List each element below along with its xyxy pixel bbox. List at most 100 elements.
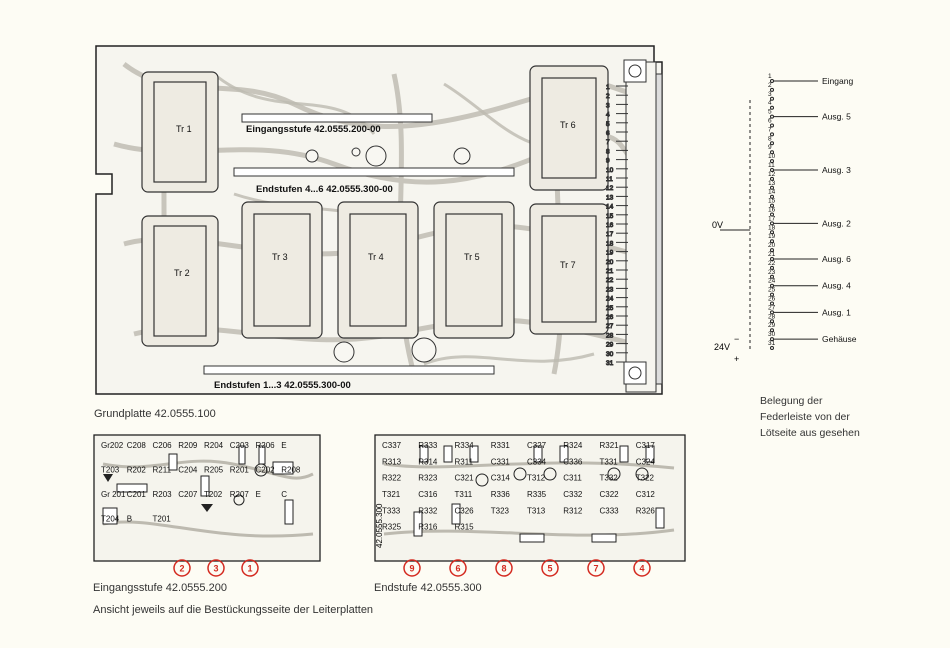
output-stage-caption: Endstufe 42.0555.300 [374,582,482,594]
input-stage-component-label: E [281,441,286,450]
output-stage-component-label: C314 [491,474,511,483]
output-stage-component-label: T311 [455,490,473,499]
output-stage-marker-circle [449,559,467,577]
input-stage-component-label: T204 [101,515,120,524]
pin-row: 9 [768,144,774,155]
input-stage-component-label: C203 [230,441,250,450]
output-label: Gehäuse [822,334,857,344]
input-stage-component-label: R207 [230,490,250,499]
connector-pin-number: 14 [606,204,614,211]
output-stage-marker-circle [633,559,651,577]
output-stage-marker-circle [541,559,559,577]
input-stage-component-label: R203 [153,490,173,499]
output-stage-component-label: C326 [455,506,475,515]
output-stage-component-label: R323 [418,474,438,483]
output-stage-component-label: C312 [636,490,656,499]
strip-label-input: Eingangsstufe 42.0555.200-00 [246,124,381,135]
pin-row: 16 [768,207,776,217]
pin-row: 19 [768,233,776,244]
output-stage-component-label: C316 [418,490,438,499]
pin-row: 6 [768,118,774,128]
pin-dot [770,150,774,155]
connector-pin-number: 9 [606,158,610,165]
pin-dot [770,132,774,137]
connector-pin-number: 29 [606,342,614,349]
input-stage-component-label: R208 [281,466,301,475]
pin-number: 30 [768,331,776,338]
connector-pin-number: 25 [606,305,614,312]
pin-number: 24 [768,278,776,285]
input-stage-component-label: R206 [256,441,276,450]
connector-pin-number: 30 [606,351,614,358]
output-stage-component-label: T321 [382,490,401,499]
main-board-caption: Grundplatte 42.0555.100 [94,408,216,420]
pin-row: 5 [768,109,774,119]
pin-dot [770,159,774,164]
pin-row: 4 [768,100,774,110]
pin-row: 7 [768,126,774,137]
pin-number: 15 [768,198,776,205]
pin-row: 11 [768,162,775,172]
tr5-label: Tr 5 [464,252,480,262]
pin-dot [770,292,774,297]
output-stage-marker-number: 7 [593,564,598,574]
output-stage-marker-number: 4 [639,564,644,574]
pin-number: 11 [768,162,775,169]
input-stage-component-label: C207 [178,490,198,499]
output-stage-component-label: T331 [600,457,619,466]
output-stage-component-label: T322 [636,474,655,483]
pin-row: 15 [768,198,776,208]
pin-dot [770,176,774,181]
output-stage-component-label: R333 [418,441,438,450]
pin-number: 31 [768,340,776,347]
pin-number: 14 [768,189,776,196]
output-stage-component-label: R324 [563,441,583,450]
output-label: Ausg. 1 [822,307,851,317]
input-stage-marker-circle [207,559,225,577]
pin-dot [770,319,774,324]
pin-dot [770,79,774,83]
input-stage-marker-number: 2 [179,564,184,574]
pin-dot [770,123,774,128]
pin-dot [770,346,774,350]
output-stage-component-label: C334 [527,457,547,466]
output-stage-component-label: C322 [600,490,620,499]
pin-number: 13 [768,180,776,187]
output-stage-component-label: R325 [382,523,402,532]
pin-number: 12 [768,171,776,178]
input-stage-component-label: T201 [153,515,172,524]
pin-row: 23 [768,269,776,279]
connector-pin-number: 7 [606,139,610,146]
pin-row: 20 [768,242,776,253]
input-stage-caption: Eingangsstufe 42.0555.200 [93,582,227,594]
tr1-label: Tr 1 [176,124,192,134]
connector-pin-number: 27 [606,323,614,330]
output-label: Ausg. 3 [822,165,851,175]
tr2-label: Tr 2 [174,268,190,278]
pin-number: 19 [768,233,776,240]
output-stage-marker-circle [403,559,421,577]
connector-pin-number: 20 [606,259,614,266]
input-stage-component-label: E [256,490,261,499]
input-stage-component-label: C208 [127,441,147,450]
pin-row: 3 [768,91,774,101]
output-stage-marker-circle [495,559,513,577]
pin-row: 14 [768,189,776,199]
pin-row: 29 [768,322,776,333]
output-stage-component-label: R316 [418,523,438,532]
pin-dot [770,168,774,172]
pin-number: 17 [768,215,776,222]
pin-row: 25 [768,287,776,297]
connector-pin-number: 23 [606,286,614,293]
output-stage-component-label: R311 [455,457,474,466]
input-stage-component-label: R211 [153,466,172,475]
pin-number: 26 [768,296,776,303]
output-stage-component-label: R314 [418,457,438,466]
pin-number: 22 [768,260,776,267]
pin-dot [770,212,774,217]
pin-number: 8 [768,135,772,142]
pin-row: 30 [768,331,776,342]
